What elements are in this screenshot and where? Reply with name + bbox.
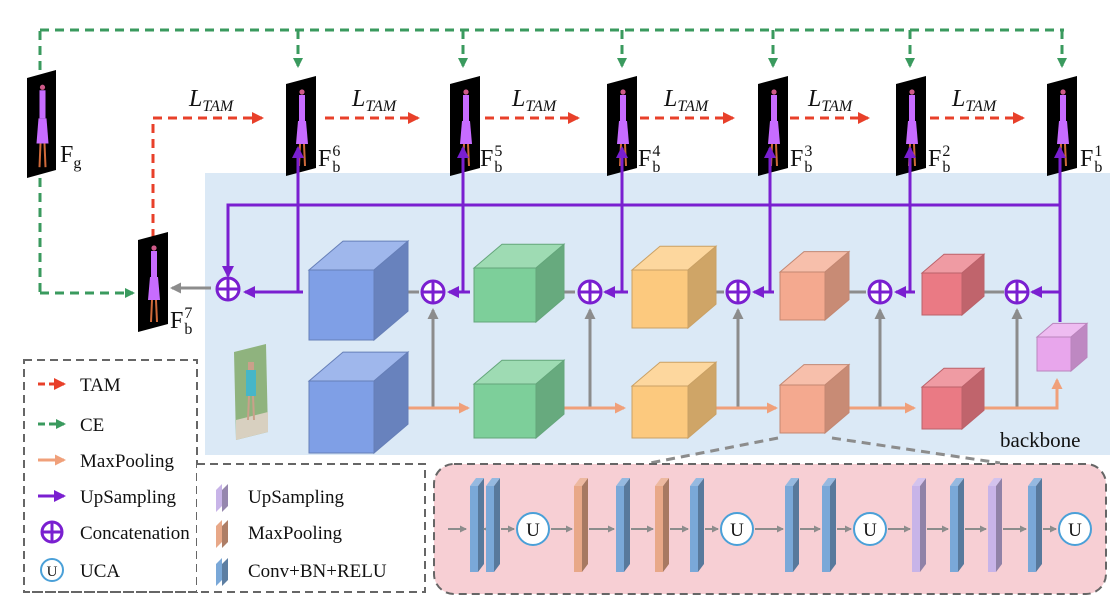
conv-bn-relu-layer <box>616 478 630 572</box>
svg-text:U: U <box>1068 520 1082 541</box>
encoder-block-green <box>472 359 566 440</box>
decoder-block-blue <box>307 240 410 342</box>
svg-text:U: U <box>730 520 744 541</box>
concatenation-4 <box>725 279 751 305</box>
legend-right-box <box>197 464 425 592</box>
legend-right-label-3: Conv+BN+RELU <box>248 561 387 582</box>
legend-maxpooling-label: MaxPooling <box>80 451 174 472</box>
feature-map-fb-6 <box>286 76 316 176</box>
zoom-lines <box>649 436 1001 465</box>
legend-right-label-2: MaxPooling <box>248 523 342 544</box>
encoder-block-salmon <box>778 363 851 435</box>
tam-label: LTAM <box>663 86 710 115</box>
maxpooling-layer <box>574 478 588 572</box>
uca-module: U <box>853 512 887 546</box>
legend-swatch-1 <box>216 484 228 512</box>
feature-map-fb-1 <box>1047 76 1077 176</box>
legend-uca-label: UCA <box>80 561 120 582</box>
svg-text:U: U <box>526 520 540 541</box>
conv-bn-relu-layer <box>785 478 799 572</box>
tam-label: LTAM <box>951 86 998 115</box>
ce-lines <box>38 28 1067 298</box>
feature-map-fb-7 <box>138 232 168 332</box>
upsampling-block <box>1035 322 1089 373</box>
feature-map-fb-2 <box>896 76 926 176</box>
encoder-block-blue <box>307 351 410 455</box>
skip-connections <box>170 282 1023 408</box>
concatenation-5 <box>867 279 893 305</box>
uca-module: U <box>516 512 550 546</box>
concatenation-2 <box>420 279 446 305</box>
concatenation-6 <box>1004 279 1030 305</box>
legend-right-label-1: UpSampling <box>248 487 345 508</box>
tam-label: LTAM <box>807 86 854 115</box>
legend-upsampling-label: UpSampling <box>80 487 177 508</box>
feature-map-fb-3 <box>758 76 788 176</box>
decoder-block-yellow <box>630 245 718 330</box>
conv-bn-relu-layer <box>950 478 964 572</box>
legend-bottom-box <box>24 463 426 593</box>
concatenation-1 <box>215 276 241 302</box>
conv-bn-relu-layer <box>822 478 836 572</box>
conv-bn-relu-layer <box>470 478 484 572</box>
legend-uca-symbol: U <box>40 558 64 582</box>
legend-concatenation-symbol <box>40 520 64 544</box>
tam-label: LTAM <box>351 86 398 115</box>
label-fg: Fg <box>60 142 81 172</box>
decoder-block-salmon <box>778 250 851 322</box>
upsampling-layer <box>912 478 926 572</box>
decoder-block-green <box>472 243 566 324</box>
conv-bn-relu-layer <box>1028 478 1042 572</box>
concatenation-3 <box>577 279 603 305</box>
tam-label: LTAM <box>511 86 558 115</box>
legend-swatch-3 <box>216 558 228 586</box>
encoder-block-yellow <box>630 361 718 440</box>
conv-bn-relu-layer <box>486 478 500 572</box>
feature-map-fb-5 <box>450 76 480 176</box>
legend-ce-label: CE <box>80 415 104 436</box>
maxpooling-layer <box>655 478 669 572</box>
legend-tam-label: TAM <box>80 375 121 396</box>
input-image <box>234 344 268 440</box>
uca-module: U <box>720 512 754 546</box>
backbone-label: backbone <box>1000 428 1080 452</box>
encoder-block-red <box>920 367 986 431</box>
svg-text:U: U <box>47 564 58 580</box>
legend-concatenation-label: Concatenation <box>80 523 190 544</box>
decoder-block-red <box>920 253 986 317</box>
svg-text:U: U <box>863 520 877 541</box>
conv-bn-relu-layer <box>690 478 704 572</box>
feature-map-fg <box>27 70 56 178</box>
tam-lines <box>151 112 1025 238</box>
upsampling-layer <box>988 478 1002 572</box>
tam-label: LTAM <box>188 86 235 115</box>
uca-module: U <box>1058 512 1092 546</box>
upsampling-paths <box>222 146 1066 322</box>
legend-swatch-2 <box>216 520 228 548</box>
